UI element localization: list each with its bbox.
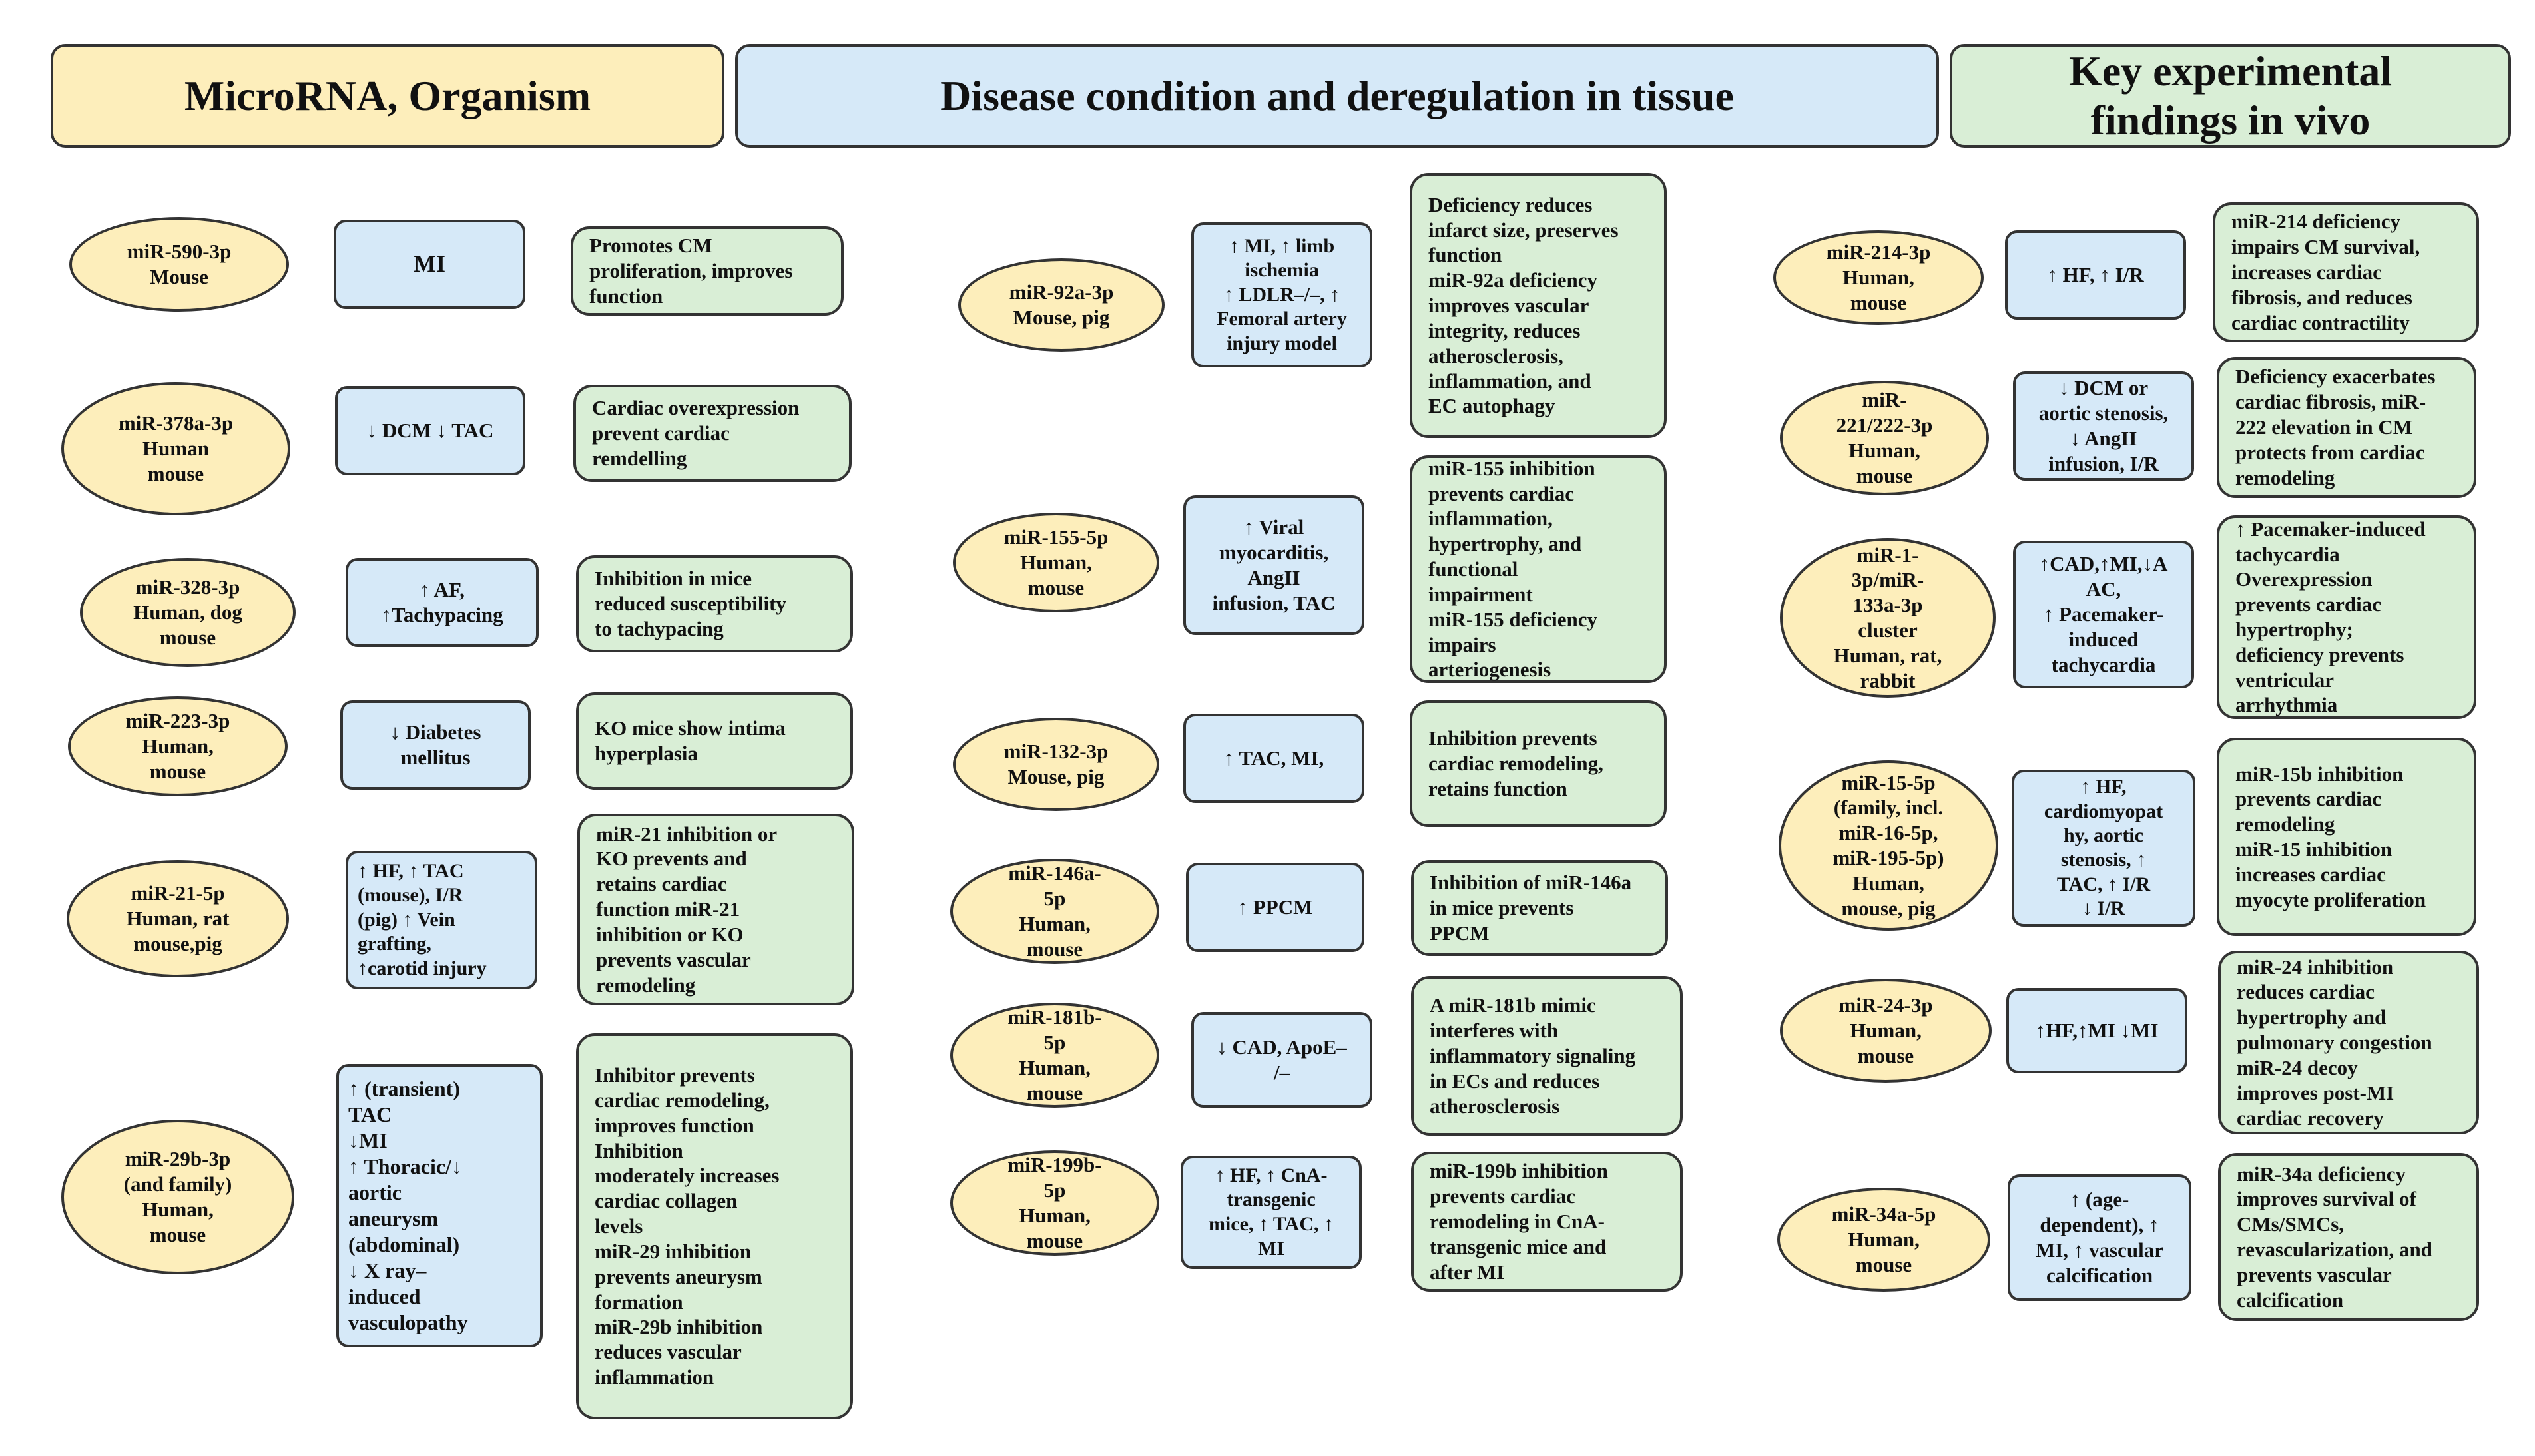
finding-box: miR-21 inhibition or KO prevents and ret… [577, 814, 854, 1005]
condition-box: ↑ AF, ↑Tachypacing [346, 558, 539, 647]
finding-box: Deficiency exacerbates cardiac fibrosis,… [2217, 357, 2476, 498]
finding-box: Cardiac overexpression prevent cardiac r… [573, 385, 852, 482]
finding-box: Inhibition of miR-146a in mice prevents … [1411, 860, 1668, 956]
header-disease-condition: Disease condition and deregulation in ti… [735, 44, 1939, 148]
condition-box: ↑ MI, ↑ limb ischemia ↑ LDLR–/–, ↑ Femor… [1191, 222, 1372, 367]
condition-box: ↓ Diabetes mellitus [340, 700, 531, 790]
finding-box: miR-15b inhibition prevents cardiac remo… [2217, 738, 2476, 936]
mirna-oval: miR-155-5p Human, mouse [953, 513, 1159, 612]
finding-box: miR-155 inhibition prevents cardiac infl… [1410, 455, 1667, 683]
condition-box: ↑ (transient) TAC ↓MI ↑ Thoracic/↓ aorti… [336, 1064, 543, 1347]
condition-box: ↑CAD,↑MI,↓A AC, ↑ Pacemaker- induced tac… [2013, 541, 2194, 688]
condition-box: ↑ TAC, MI, [1183, 714, 1364, 803]
condition-box: ↑ HF, ↑ I/R [2005, 230, 2186, 320]
mirna-oval: miR-223-3p Human, mouse [68, 696, 288, 796]
finding-box: Inhibition in mice reduced susceptibilit… [576, 555, 853, 652]
finding-box: Promotes CM proliferation, improves func… [571, 226, 844, 316]
condition-box: ↑ HF, ↑ TAC (mouse), I/R (pig) ↑ Vein gr… [346, 851, 537, 989]
condition-box: ↑ HF, cardiomyopat hy, aortic stenosis, … [2012, 770, 2195, 927]
mirna-oval: miR-1- 3p/miR- 133a-3p cluster Human, ra… [1780, 538, 1996, 698]
finding-box: miR-199b inhibition prevents cardiac rem… [1411, 1152, 1683, 1292]
mirna-oval: miR-199b- 5p Human, mouse [950, 1150, 1159, 1256]
header-microrna-organism: MicroRNA, Organism [51, 44, 724, 148]
condition-box: ↓ CAD, ApoE– /– [1191, 1012, 1372, 1108]
condition-box: MI [334, 220, 525, 309]
mirna-oval: miR-328-3p Human, dog mouse [80, 558, 296, 667]
mirna-oval: miR-24-3p Human, mouse [1780, 979, 1992, 1083]
condition-box: ↑HF,↑MI ↓MI [2006, 988, 2187, 1073]
mirna-oval: miR-378a-3p Human mouse [61, 382, 290, 515]
condition-box: ↓ DCM or aortic stenosis, ↓ AngII infusi… [2013, 371, 2194, 481]
mirna-oval: miR-21-5p Human, rat mouse,pig [67, 860, 289, 977]
finding-box: ↑ Pacemaker-induced tachycardia Overexpr… [2217, 515, 2476, 719]
condition-box: ↑ (age- dependent), ↑ MI, ↑ vascular cal… [2008, 1174, 2191, 1301]
condition-box: ↑ PPCM [1186, 863, 1364, 952]
finding-box: A miR-181b mimic interferes with inflamm… [1411, 976, 1683, 1136]
finding-box: Deficiency reduces infarct size, preserv… [1410, 173, 1667, 438]
finding-box: KO mice show intima hyperplasia [576, 692, 853, 790]
condition-box: ↓ DCM ↓ TAC [335, 386, 525, 475]
mirna-oval: miR-29b-3p (and family) Human, mouse [61, 1120, 294, 1274]
mirna-oval: miR- 221/222-3p Human, mouse [1780, 381, 1989, 495]
mirna-oval: miR-590-3p Mouse [69, 217, 289, 312]
condition-box: ↑ HF, ↑ CnA- transgenic mice, ↑ TAC, ↑ M… [1181, 1156, 1362, 1269]
finding-box: Inhibitor prevents cardiac remodeling, i… [576, 1033, 853, 1419]
finding-box: miR-34a deficiency improves survival of … [2218, 1153, 2479, 1321]
mirna-oval: miR-132-3p Mouse, pig [953, 718, 1159, 811]
mirna-oval: miR-214-3p Human, mouse [1773, 230, 1984, 325]
mirna-oval: miR-146a- 5p Human, mouse [950, 859, 1159, 964]
header-key-findings: Key experimental findings in vivo [1950, 44, 2511, 148]
finding-box: Inhibition prevents cardiac remodeling, … [1410, 700, 1667, 827]
mirna-oval: miR-34a-5p Human, mouse [1777, 1188, 1990, 1292]
mirna-oval: miR-15-5p (family, incl. miR-16-5p, miR-… [1779, 760, 1998, 931]
condition-box: ↑ Viral myocarditis, AngII infusion, TAC [1183, 495, 1364, 635]
mirna-oval: miR-181b- 5p Human, mouse [950, 1003, 1159, 1108]
mirna-oval: miR-92a-3p Mouse, pig [958, 258, 1165, 352]
finding-box: miR-24 inhibition reduces cardiac hypert… [2218, 951, 2479, 1134]
finding-box: miR-214 deficiency impairs CM survival, … [2213, 202, 2479, 342]
